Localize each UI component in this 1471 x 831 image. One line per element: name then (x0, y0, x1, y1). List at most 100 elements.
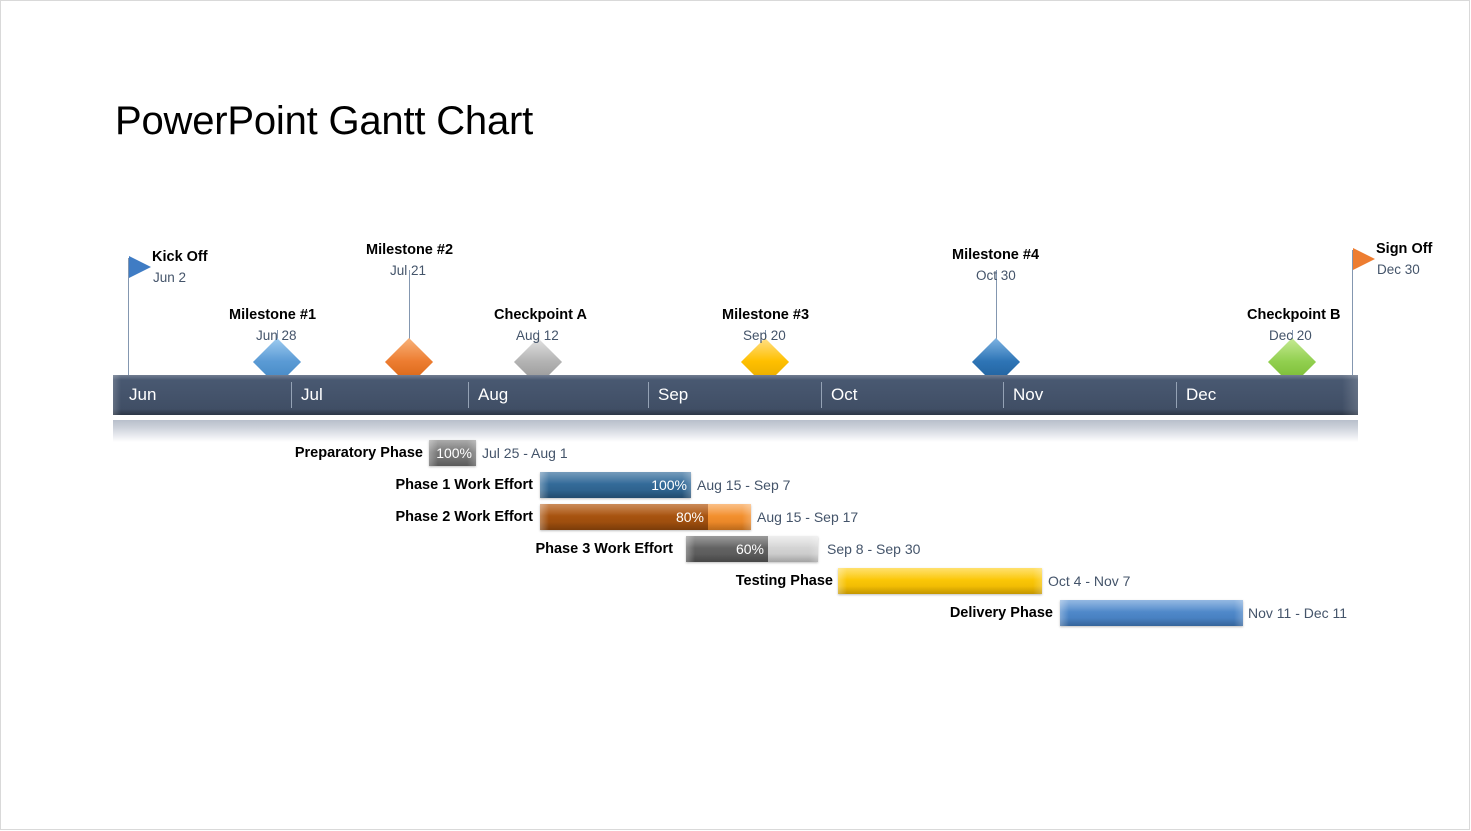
task-bar[interactable] (1060, 600, 1243, 626)
month-label: Nov (1013, 385, 1044, 404)
page-title: PowerPoint Gantt Chart (115, 99, 534, 143)
bar-shade (686, 554, 818, 562)
milestone-date: Jun 2 (153, 270, 187, 285)
task-row[interactable]: Preparatory Phase 100% Jul 25 - Aug 1 (0, 440, 1471, 466)
task-label: Phase 1 Work Effort (395, 477, 533, 493)
task-dates: Jul 25 - Aug 1 (482, 445, 568, 461)
task-bar[interactable]: 100% (429, 440, 476, 466)
milestone-name: Milestone #3 (722, 307, 810, 323)
bar-left-cap (838, 568, 847, 594)
milestone-stem (128, 258, 129, 378)
milestone-name: Milestone #4 (952, 247, 1040, 263)
bar-shine (838, 568, 1042, 580)
task-dates: Nov 11 - Dec 11 (1248, 605, 1348, 621)
timeline-month-dec: Dec (1176, 375, 1216, 415)
task-row[interactable]: Delivery Phase Nov 11 - Dec 11 (0, 600, 1471, 626)
month-divider (468, 382, 469, 408)
task-dates: Aug 15 - Sep 7 (697, 477, 791, 493)
flag-icon (1353, 248, 1375, 270)
task-row[interactable]: Testing Phase Oct 4 - Nov 7 (0, 568, 1471, 594)
task-percent: 100% (436, 445, 472, 461)
milestone-name: Checkpoint A (494, 307, 587, 323)
milestone-stem (1352, 250, 1353, 378)
milestone-date: Jun 28 (256, 328, 297, 343)
timeline-month-jul: Jul (291, 375, 323, 415)
task-percent: 100% (651, 477, 687, 493)
month-label: Dec (1186, 385, 1217, 404)
bar-shine (1060, 600, 1243, 612)
milestone-name: Milestone #1 (229, 307, 317, 323)
task-bar[interactable]: 80% (540, 504, 751, 530)
bar-remaining-segment (768, 536, 818, 562)
month-label: Oct (831, 385, 858, 404)
milestone-date: Oct 30 (976, 268, 1016, 283)
bar-remaining-segment (708, 504, 751, 530)
bar-right-cap (742, 504, 751, 530)
timeline-month-oct: Oct (821, 375, 857, 415)
milestone-date: Sep 20 (743, 328, 786, 343)
task-dates: Sep 8 - Sep 30 (827, 541, 921, 557)
bar-left-cap (540, 504, 549, 530)
month-label: Aug (478, 385, 509, 404)
milestone-name: Kick Off (152, 249, 208, 265)
task-label: Phase 2 Work Effort (395, 509, 533, 525)
bar-left-cap (686, 536, 695, 562)
bar-left-cap (540, 472, 549, 498)
month-label: Sep (658, 385, 689, 404)
bar-progress-segment (686, 536, 768, 562)
month-divider (121, 382, 129, 408)
month-divider (1003, 382, 1004, 408)
timeline-month-jun: Jun (121, 375, 156, 415)
task-bar[interactable]: 100% (540, 472, 691, 498)
flag-icon (129, 256, 151, 278)
milestone-name: Milestone #2 (366, 242, 454, 258)
bar-left-cap (429, 440, 438, 466)
bar-shade (540, 522, 751, 530)
bar-shade (429, 458, 476, 466)
task-label: Testing Phase (735, 573, 833, 589)
task-bar[interactable]: 60% (686, 536, 818, 562)
task-dates: Oct 4 - Nov 7 (1048, 573, 1131, 589)
month-label: Jun (129, 385, 157, 404)
bar-progress-segment (540, 504, 708, 530)
milestone-name: Checkpoint B (1247, 307, 1341, 323)
task-dates: Aug 15 - Sep 17 (757, 509, 859, 525)
timeline-month-aug: Aug (468, 375, 508, 415)
task-row[interactable]: Phase 3 Work Effort 60% Sep 8 - Sep 30 (0, 536, 1471, 562)
milestone-stem (996, 270, 997, 378)
task-percent: 60% (735, 541, 764, 557)
bar-right-cap (467, 440, 476, 466)
bar-shine (540, 472, 691, 484)
task-percent: 80% (675, 509, 704, 525)
task-label: Preparatory Phase (294, 445, 423, 461)
timeline-axis: Jun Jul Aug Sep Oct Nov Dec (113, 375, 1358, 415)
task-label: Delivery Phase (949, 605, 1053, 621)
milestone-name: Sign Off (1376, 241, 1433, 257)
timeline-month-sep: Sep (648, 375, 688, 415)
band-shade (113, 409, 1358, 415)
bar-shade (540, 490, 691, 498)
task-row[interactable]: Phase 2 Work Effort 80% Aug 15 - Sep 17 (0, 504, 1471, 530)
bar-left-cap (1060, 600, 1069, 626)
bar-shine (540, 504, 751, 516)
timeline-month-nov: Nov (1003, 375, 1043, 415)
month-label: Jul (301, 385, 323, 404)
band-left-bevel (113, 375, 121, 415)
task-row[interactable]: Phase 1 Work Effort 100% Aug 15 - Sep 7 (0, 472, 1471, 498)
milestone-date: Jul 21 (390, 263, 427, 278)
bar-right-cap (1234, 600, 1243, 626)
milestone-date: Aug 12 (516, 328, 559, 343)
band-right-bevel (1342, 375, 1358, 415)
month-divider (1176, 382, 1177, 408)
bar-right-cap (1033, 568, 1042, 594)
task-label: Phase 3 Work Effort (535, 541, 673, 557)
band-highlight (113, 375, 1358, 380)
month-divider (821, 382, 822, 408)
timeline-band-shadow (113, 420, 1358, 442)
month-divider (648, 382, 649, 408)
milestone-stem (409, 270, 410, 378)
milestone-date: Dec 20 (1269, 328, 1312, 343)
task-bar[interactable] (838, 568, 1042, 594)
bar-shine (686, 536, 818, 548)
month-divider (291, 382, 292, 408)
